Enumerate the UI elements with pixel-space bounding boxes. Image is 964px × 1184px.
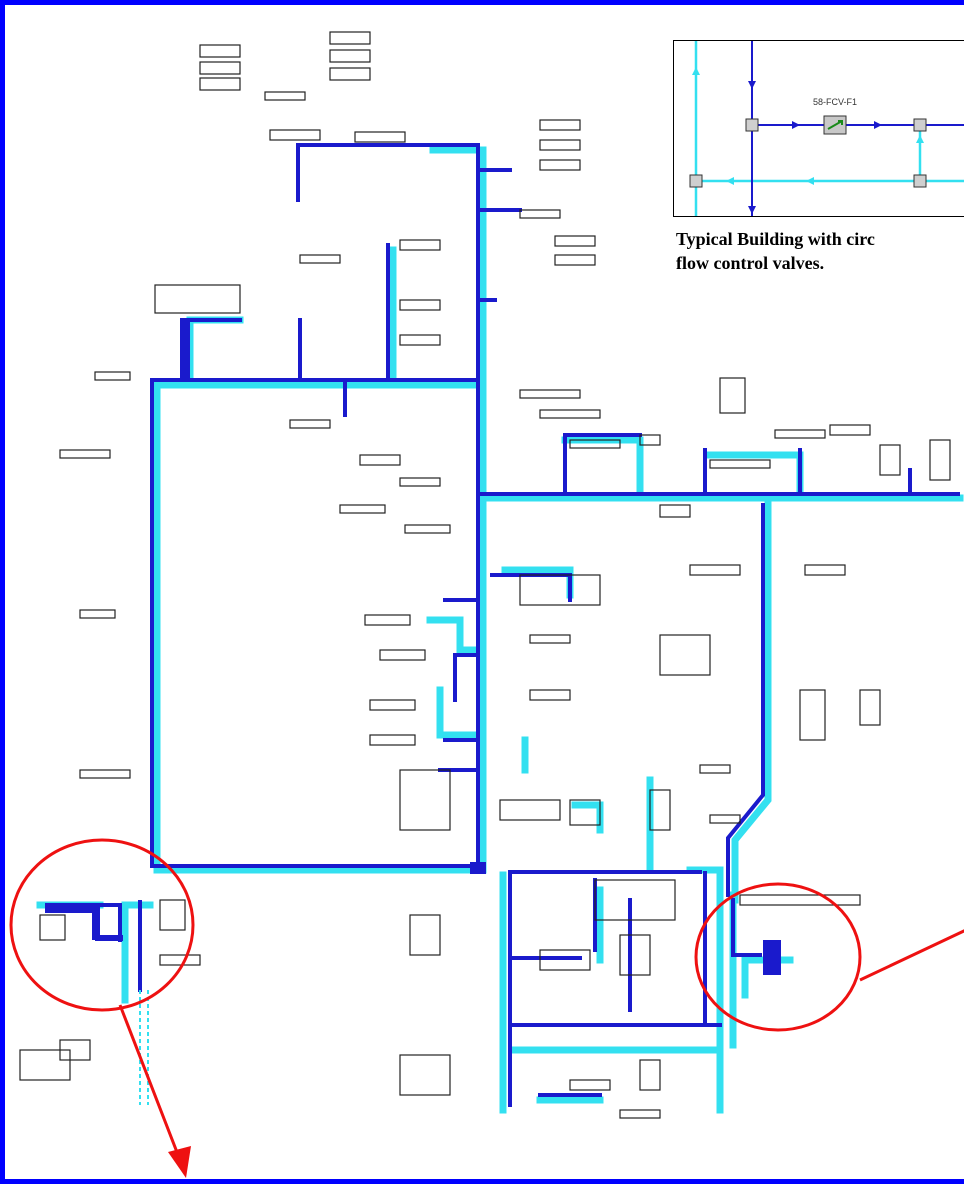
inset-schematic: 58-FCV-F1 (689, 41, 964, 216)
caption-line-1: Typical Building with circ (676, 229, 875, 249)
dashed-lines (139, 990, 149, 1105)
annotation-marks (9, 838, 964, 1161)
highlight-circle-left (9, 838, 195, 1012)
equipment-blocks (19, 31, 951, 1119)
inset-flow-arrows (748, 81, 882, 214)
return-pipes (36, 146, 964, 1114)
arrow-right-shaft (859, 929, 964, 982)
valve-label: 58-FCV-F1 (813, 97, 857, 107)
bold-clusters (45, 318, 781, 975)
tee-node (913, 118, 927, 132)
highlight-circle-right (694, 882, 862, 1032)
arrow-left-shaft (118, 1004, 182, 1161)
arrow-left-head (168, 1146, 191, 1178)
inset-nodes (689, 115, 927, 188)
inset-supply-pipes (751, 41, 964, 216)
return-junction-node (689, 174, 703, 188)
junction-node (745, 118, 759, 132)
inset-return-arrows (692, 67, 924, 185)
typical-building-inset: 58-FCV-F1 (673, 40, 964, 217)
inset-caption: Typical Building with circ flow control … (676, 227, 964, 275)
caption-line-2: flow control valves. (676, 253, 825, 273)
return-node (913, 174, 927, 188)
